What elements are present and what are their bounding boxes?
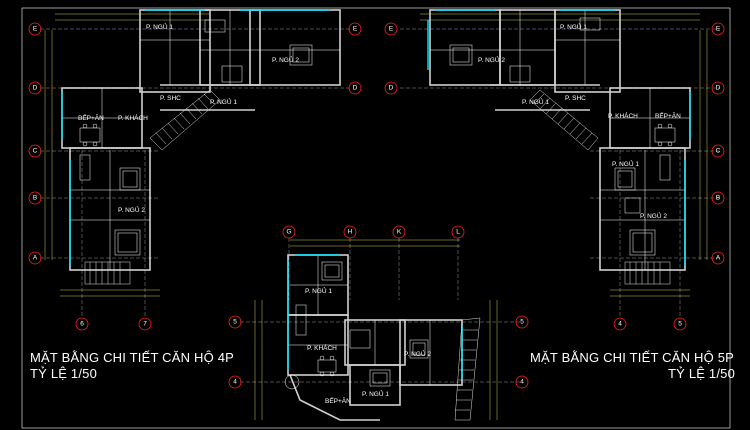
- axis-circle: [282, 225, 296, 239]
- room-label: P. KHÁCH: [118, 113, 148, 122]
- room-label: P. NGỦ 2: [272, 55, 299, 64]
- axis-circle: [711, 251, 725, 265]
- axis-label: C: [33, 148, 38, 155]
- axis-circle: [228, 315, 242, 329]
- axis-label: D: [33, 85, 38, 92]
- room-label: P. KHÁCH: [608, 111, 638, 120]
- axis-circle: [343, 225, 357, 239]
- room-label: P. KHÁCH: [307, 343, 337, 352]
- axis-label: D: [716, 85, 721, 92]
- axis-label: A: [716, 255, 721, 262]
- axis-label: 5: [678, 321, 682, 328]
- drawing-border: [21, 7, 731, 429]
- axis-label: 5: [233, 319, 237, 326]
- axis-circle: [28, 144, 42, 158]
- axis-circle: [515, 375, 529, 389]
- axis-label: B: [716, 195, 720, 202]
- left-plan-4p: P. NGỦ 1 P. NGỦ 2 P. NGỦ 1 P. SHC BẾP+ĂN…: [28, 9, 362, 331]
- axis-label: 7: [143, 321, 147, 328]
- axis-circle: [392, 225, 406, 239]
- room-label: P. NGỦ 2: [478, 55, 505, 64]
- axis-circle: [384, 22, 398, 36]
- axis-label: 4: [233, 379, 237, 386]
- axis-circle: [384, 81, 398, 95]
- left-plan-title: MẶT BẰNG CHI TIẾT CĂN HỘ 4P: [30, 350, 235, 365]
- axis-markers-left: [40, 28, 350, 318]
- axis-circle: [711, 22, 725, 36]
- axis-label: L: [456, 229, 460, 236]
- axis-circle: [28, 22, 42, 36]
- axis-label: A: [33, 255, 38, 262]
- right-plan-5p: P. NGỦ 1 P. NGỦ 2 P. NGỦ 1 P. SHC P. KHÁ…: [384, 9, 725, 331]
- axis-label: D: [389, 85, 394, 92]
- axis-label: D: [353, 85, 358, 92]
- room-label: P. NGỦ 2: [118, 205, 145, 214]
- axis-label: 4: [520, 379, 524, 386]
- axis-circle: [348, 22, 362, 36]
- axis-circle: [28, 251, 42, 265]
- axis-label: 5: [520, 319, 524, 326]
- axis-circle: [673, 317, 687, 331]
- room-label: P. NGỦ 1: [305, 286, 332, 295]
- axis-circle: [711, 81, 725, 95]
- axis-label: H: [348, 229, 353, 236]
- right-plan-scale: TỶ LỆ 1/50: [668, 366, 736, 381]
- room-label: P. SHC: [160, 95, 181, 102]
- room-label: P. SHC: [565, 95, 586, 102]
- axis-label: E: [389, 26, 394, 33]
- axis-label: E: [353, 26, 358, 33]
- room-label: P. NGỦ 1: [362, 389, 389, 398]
- room-label: BẾP+ĂN: [655, 110, 681, 120]
- room-label: P. NGỦ 1: [522, 97, 549, 106]
- room-label: P. NGỦ 1: [560, 22, 587, 31]
- axis-circle: [613, 317, 627, 331]
- room-label: P. NGỦ 1: [210, 97, 237, 106]
- axis-label: 6: [80, 321, 84, 328]
- axis-circle: [75, 317, 89, 331]
- axis-circle: [348, 81, 362, 95]
- center-plan: P. NGỦ 1 P. KHÁCH P. NGỦ 2 P. NGỦ 1 BẾP+…: [228, 225, 529, 421]
- axis-label: E: [716, 26, 721, 33]
- room-label: BẾP+ĂN: [325, 395, 351, 405]
- axis-label: B: [33, 195, 37, 202]
- axis-circle: [138, 317, 152, 331]
- room-label: P. NGỦ 2: [640, 211, 667, 220]
- axis-label: G: [286, 229, 291, 236]
- right-plan-title: MẶT BẰNG CHI TIẾT CĂN HỘ 5P: [530, 350, 735, 365]
- axis-label: E: [33, 26, 38, 33]
- axis-circle: [451, 225, 465, 239]
- axis-label: 4: [618, 321, 622, 328]
- room-label: P. NGỦ 2: [404, 349, 431, 358]
- axis-circle: [28, 191, 42, 205]
- axis-circle: [515, 315, 529, 329]
- room-label: BẾP+ĂN: [78, 112, 104, 122]
- axis-circle: [711, 144, 725, 158]
- axis-circle: [28, 81, 42, 95]
- room-label: P. NGỦ 1: [146, 22, 173, 31]
- axis-label: C: [716, 148, 721, 155]
- left-plan-scale: TỶ LỆ 1/50: [30, 366, 98, 381]
- axis-circle: [228, 375, 242, 389]
- axis-label: K: [397, 229, 402, 236]
- room-label: P. NGỦ 1: [612, 159, 639, 168]
- axis-circle: [711, 191, 725, 205]
